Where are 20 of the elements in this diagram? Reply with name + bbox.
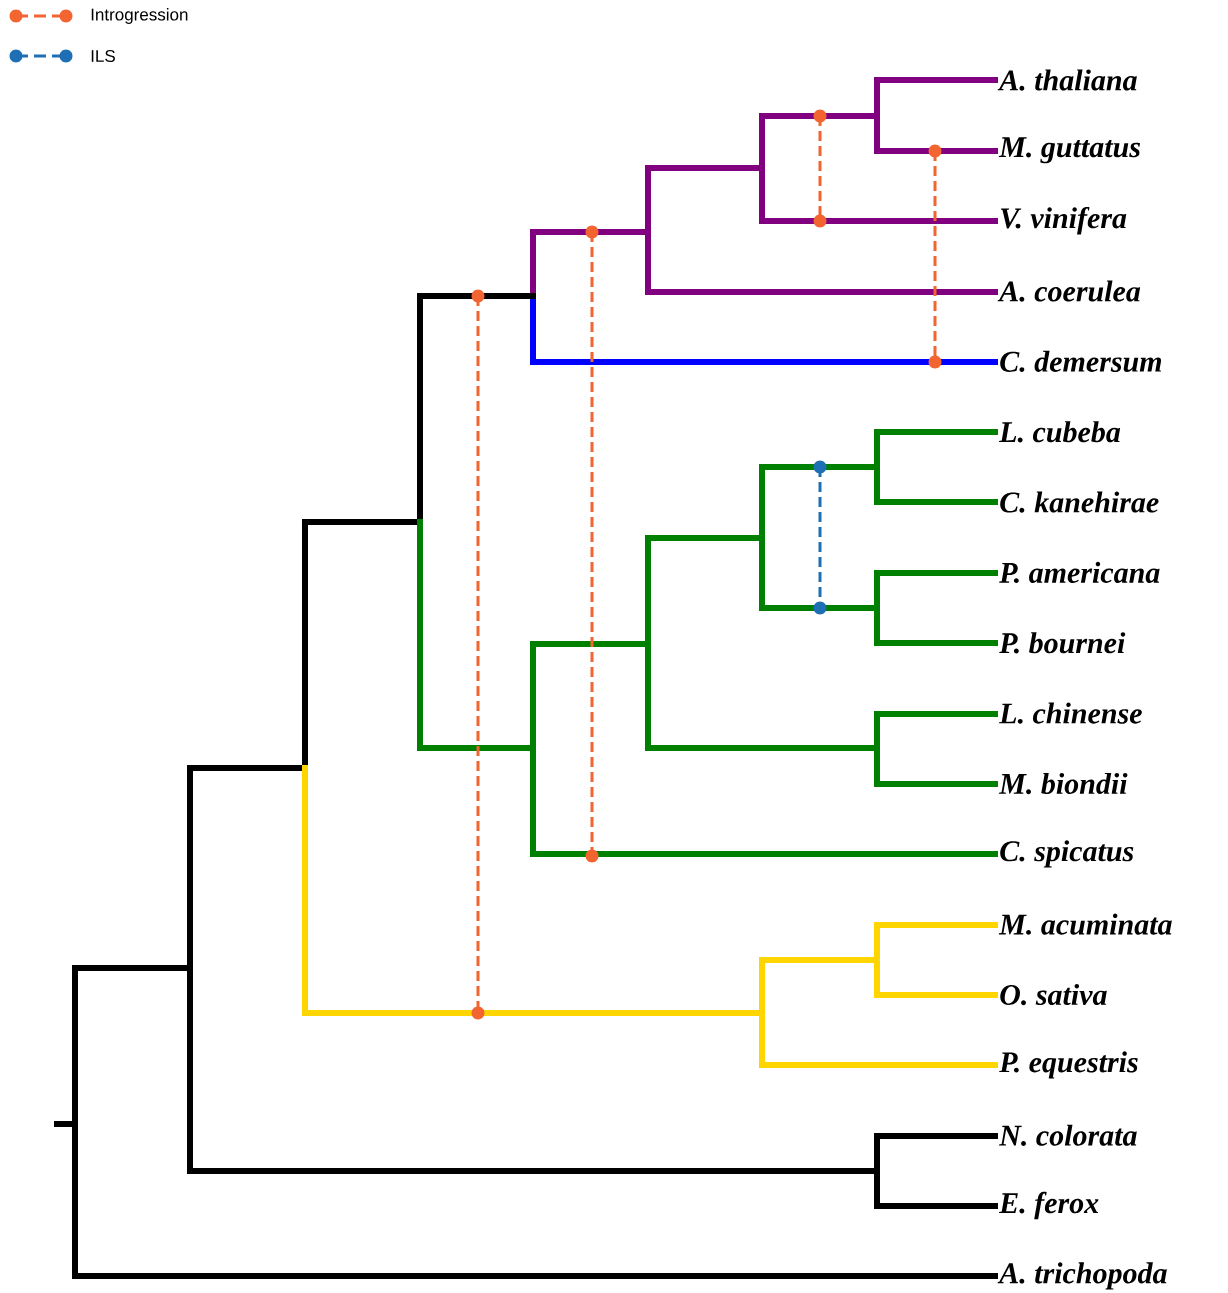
taxon-label: C. kanehirae <box>1000 491 1159 513</box>
taxon-label: P. americana <box>999 561 1160 584</box>
taxon-label: E. ferox <box>999 1191 1099 1220</box>
taxon-label: P. bournei <box>999 632 1126 654</box>
taxon-label: A. trichopoda <box>997 1262 1167 1290</box>
taxon-label: N. colorata <box>998 1124 1137 1146</box>
taxon-label: V. vinifera <box>1000 206 1127 235</box>
taxon-label: P. equestris <box>999 1051 1138 1079</box>
legend-label: ILS <box>91 50 115 63</box>
taxon-label: A. coerulea <box>997 280 1141 302</box>
taxon-label: M. guttatus <box>998 137 1140 164</box>
taxon-label: O. sativa <box>1000 983 1107 1006</box>
taxon-label: L. chinense <box>999 702 1142 724</box>
taxon-label: L. cubeba <box>999 421 1121 443</box>
taxon-label: A. thaliana <box>997 69 1137 91</box>
taxon-label: M. acuminata <box>998 913 1172 935</box>
taxon-label: C. demersum <box>1000 350 1162 373</box>
taxon-label: C. spicatus <box>1000 840 1134 868</box>
legend-label: Introgression <box>91 8 188 24</box>
taxon-label: M. biondii <box>998 772 1128 795</box>
